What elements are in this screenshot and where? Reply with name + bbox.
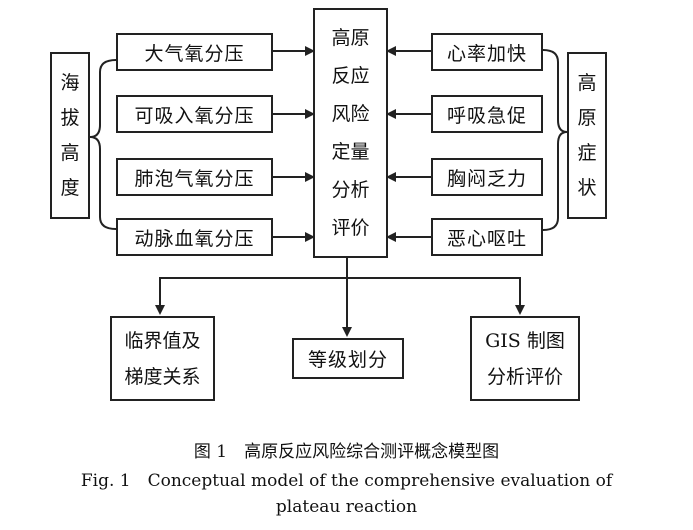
symptom-label-c1: 高 [577, 71, 597, 94]
altitude-label-c2: 拔 [60, 106, 80, 129]
altitude-label-box: 海 拔 高 度 [50, 52, 90, 219]
right-item-2: 呼吸急促 [431, 95, 543, 133]
left-item-2: 可吸入氧分压 [116, 95, 273, 133]
output-threshold-l1: 临界值及 [124, 329, 201, 352]
symptom-label-box: 高 原 症 状 [567, 52, 607, 219]
altitude-label-c3: 高 [60, 141, 80, 164]
output-threshold-box: 临界值及 梯度关系 [110, 316, 215, 401]
right-item-1: 心率加快 [431, 33, 543, 71]
altitude-label-c1: 海 [60, 71, 80, 94]
output-threshold-l2: 梯度关系 [124, 365, 201, 388]
center-evaluation-box: 高原 反应 风险 定量 分析 评价 [313, 8, 388, 258]
left-item-3: 肺泡气氧分压 [116, 158, 273, 196]
caption-cn: 图 1 高原反应风险综合测评概念模型图 [193, 442, 500, 462]
center-line-2: 反应 [331, 65, 370, 87]
symptom-label-c3: 症 [577, 141, 597, 164]
symptom-label-c2: 原 [577, 106, 597, 129]
left-item-4: 动脉血氧分压 [116, 218, 273, 256]
output-grading-box: 等级划分 [292, 338, 404, 379]
center-line-4: 定量 [331, 141, 370, 163]
output-gis-box: GIS 制图 分析评价 [470, 316, 580, 401]
center-line-1: 高原 [331, 27, 370, 49]
caption-en-line2: plateau reaction [275, 497, 418, 517]
right-item-4: 恶心呕吐 [431, 218, 543, 256]
right-item-3: 胸闷乏力 [431, 158, 543, 196]
left-brace [89, 59, 117, 230]
caption-en-line1: Fig. 1 Conceptual model of the comprehen… [80, 471, 613, 491]
symptom-label-c4: 状 [577, 176, 597, 199]
center-line-6: 评价 [331, 217, 370, 239]
output-gis-l1: GIS 制图 [485, 329, 565, 352]
altitude-label-c4: 度 [60, 176, 80, 199]
output-gis-l2: 分析评价 [486, 365, 563, 388]
left-item-1: 大气氧分压 [116, 33, 273, 71]
center-line-5: 分析 [331, 179, 370, 201]
center-line-3: 风险 [331, 103, 370, 125]
right-brace [542, 49, 568, 231]
